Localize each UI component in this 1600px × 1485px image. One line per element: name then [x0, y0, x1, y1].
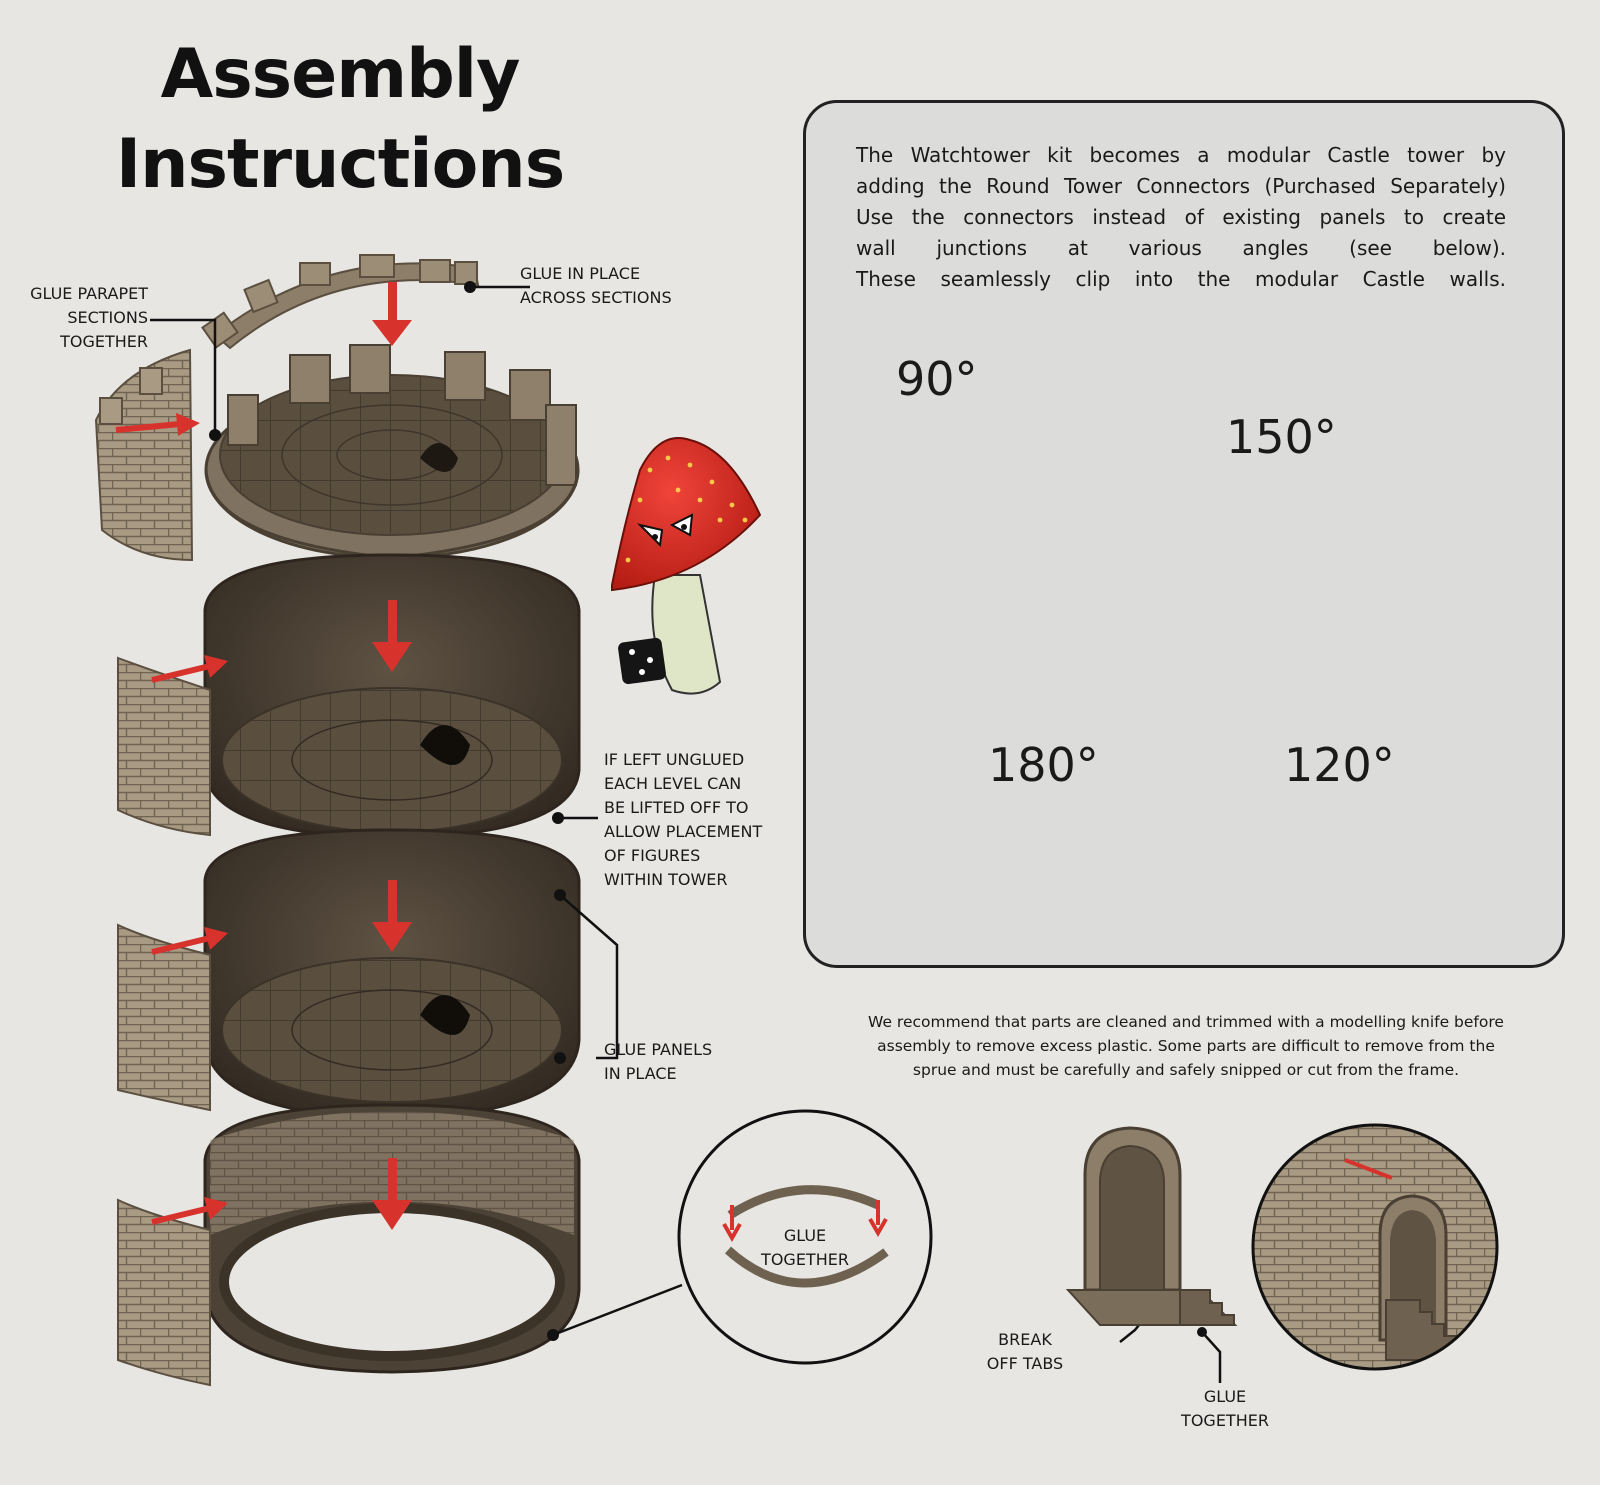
recommend-line: sprue and must be carefully and safely s…: [912, 1061, 1460, 1079]
label-line: WITHIN TOWER: [604, 870, 728, 889]
label-line: GLUE PANELS: [604, 1040, 713, 1059]
arrow-right-panel2: [151, 927, 228, 955]
label-line: GLUE: [1203, 1387, 1247, 1406]
label-line: GLUE: [783, 1226, 827, 1245]
label-glue-panels: GLUE PANELS IN PLACE: [604, 1038, 712, 1086]
parapet-sections: [201, 254, 480, 350]
tower-level-2: [203, 553, 581, 840]
info-line: wall junctions at various angles (see be…: [856, 236, 1506, 260]
label-line: GLUE IN PLACE: [520, 264, 641, 283]
label-line: OF FIGURES: [604, 846, 701, 865]
info-box: [803, 100, 1565, 968]
info-line: adding the Round Tower Connectors (Purch…: [856, 174, 1506, 198]
label-line: EACH LEVEL CAN: [604, 774, 742, 793]
tower-base-ring: [203, 1103, 581, 1374]
angle-label-180: 180°: [988, 738, 1099, 792]
mushroom-mascot: [611, 437, 762, 695]
tower-top-floor: [204, 344, 580, 560]
arrow-right-panel1: [151, 655, 228, 683]
arrow-right-parapet: [115, 413, 200, 436]
leader-lines: [150, 285, 1222, 1383]
info-line: The Watchtower kit becomes a modular Cas…: [856, 143, 1506, 167]
label-line: TOGETHER: [1181, 1411, 1269, 1430]
arrow-right-panel3: [151, 1197, 228, 1225]
recommend-line: We recommend that parts are cleaned and …: [868, 1013, 1504, 1031]
label-line: IN PLACE: [604, 1064, 677, 1083]
arrow-down-level2: [372, 600, 412, 672]
angle-label-90: 90°: [896, 352, 978, 406]
leader-dots: [209, 281, 1207, 1341]
title-line-1: Assembly: [160, 35, 521, 114]
label-break-off-tabs: BREAK OFF TABS: [970, 1328, 1080, 1376]
label-line: ALLOW PLACEMENT: [604, 822, 763, 841]
arrow-down-level1: [372, 880, 412, 952]
label-line: IF LEFT UNGLUED: [604, 750, 745, 769]
label-glue-parapet: GLUE PARAPET SECTIONS TOGETHER: [20, 282, 148, 354]
label-line: ACROSS SECTIONS: [520, 288, 672, 307]
info-line: These seamlessly clip into the modular C…: [856, 267, 1506, 291]
page-title: Assembly Instructions: [100, 30, 580, 210]
label-line: TOGETHER: [761, 1250, 849, 1269]
angle-label-150: 150°: [1226, 410, 1337, 464]
arrow-down-parapet: [372, 282, 412, 346]
door-piece: [1065, 1126, 1238, 1326]
info-text: The Watchtower kit becomes a modular Cas…: [856, 140, 1506, 295]
label-line: BE LIFTED OFF TO: [604, 798, 749, 817]
parapet-wall-piece: [94, 348, 194, 562]
angle-label-120: 120°: [1284, 738, 1395, 792]
recommend-line: assembly to remove excess plastic. Some …: [877, 1037, 1495, 1055]
label-line: GLUE PARAPET: [30, 284, 148, 303]
label-glue-together-ring: GLUE TOGETHER: [745, 1224, 865, 1272]
ring-detail-callout: [677, 1109, 933, 1365]
door-fitted-callout: [1251, 1123, 1499, 1371]
label-line: TOGETHER: [60, 332, 148, 351]
label-unglued: IF LEFT UNGLUED EACH LEVEL CAN BE LIFTED…: [604, 748, 762, 892]
label-glue-together-door: GLUE TOGETHER: [1170, 1385, 1280, 1433]
tower-level-1: [203, 828, 581, 1120]
label-line: SECTIONS: [67, 308, 148, 327]
label-line: BREAK: [998, 1330, 1052, 1349]
label-line: OFF TABS: [986, 1354, 1064, 1373]
title-line-2: Instructions: [115, 125, 565, 204]
recommendation-text: We recommend that parts are cleaned and …: [836, 1010, 1536, 1082]
assembly-arrows: [115, 282, 412, 1230]
info-line: Use the connectors instead of existing p…: [856, 205, 1506, 229]
arrow-down-base: [372, 1158, 412, 1230]
side-wall-panels: [117, 656, 211, 1387]
label-glue-in-place: GLUE IN PLACE ACROSS SECTIONS: [520, 262, 672, 310]
